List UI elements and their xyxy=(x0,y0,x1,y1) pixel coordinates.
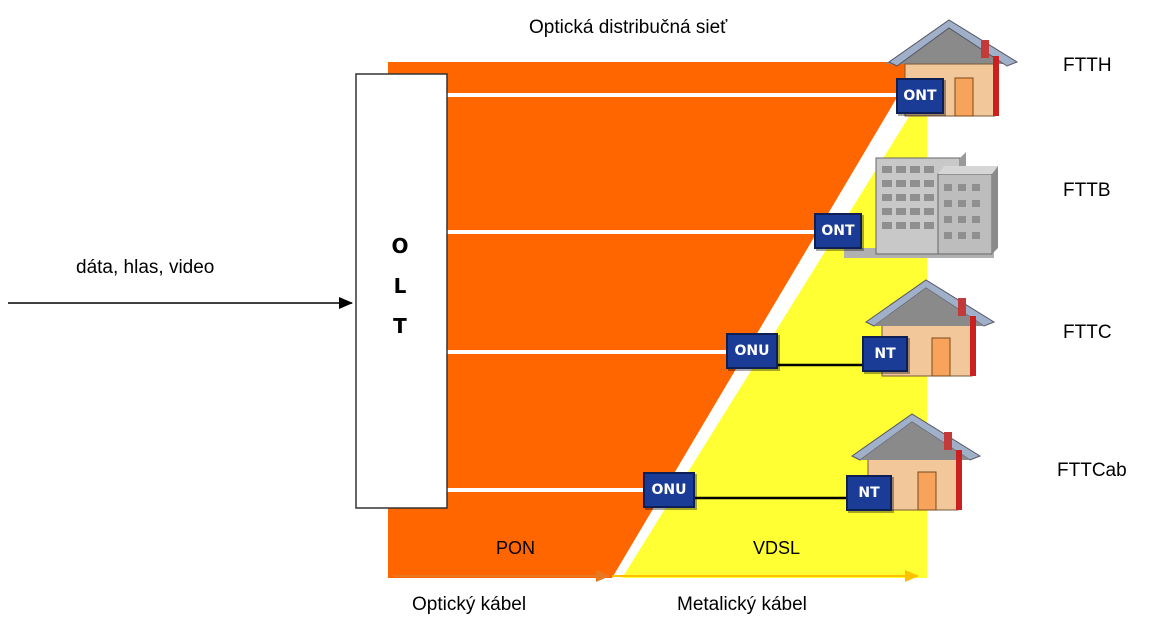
building-icon xyxy=(844,152,998,258)
olt-letter-o: O xyxy=(391,234,409,258)
nt-box: NT xyxy=(846,475,892,511)
variant-fttc: FTTC xyxy=(1063,322,1112,343)
vdsl-label: VDSL xyxy=(753,538,801,558)
pon-label: PON xyxy=(496,538,536,558)
variant-fttb: FTTB xyxy=(1063,180,1111,201)
ont-box: ONT xyxy=(896,78,944,114)
pon-zone xyxy=(388,62,918,578)
onu-box: ONU xyxy=(726,333,778,369)
olt-letter-l: L xyxy=(393,274,407,298)
metallic-lines xyxy=(694,363,864,500)
ont-box: ONT xyxy=(814,213,862,249)
olt-box xyxy=(355,73,448,509)
input-label: dáta, hlas, video xyxy=(76,257,215,278)
variant-ftth: FTTH xyxy=(1063,55,1112,76)
nt-box: NT xyxy=(862,336,908,372)
diagram-title: Optická distribučná sieť xyxy=(529,17,728,38)
olt-letter-t: T xyxy=(393,314,407,338)
metallic-cable-label: Metalický kábel xyxy=(677,594,807,615)
optical-fibers xyxy=(447,93,900,492)
optical-cable-label: Optický kábel xyxy=(412,594,527,615)
variant-fttcab: FTTCab xyxy=(1057,460,1127,481)
onu-box: ONU xyxy=(643,472,695,508)
